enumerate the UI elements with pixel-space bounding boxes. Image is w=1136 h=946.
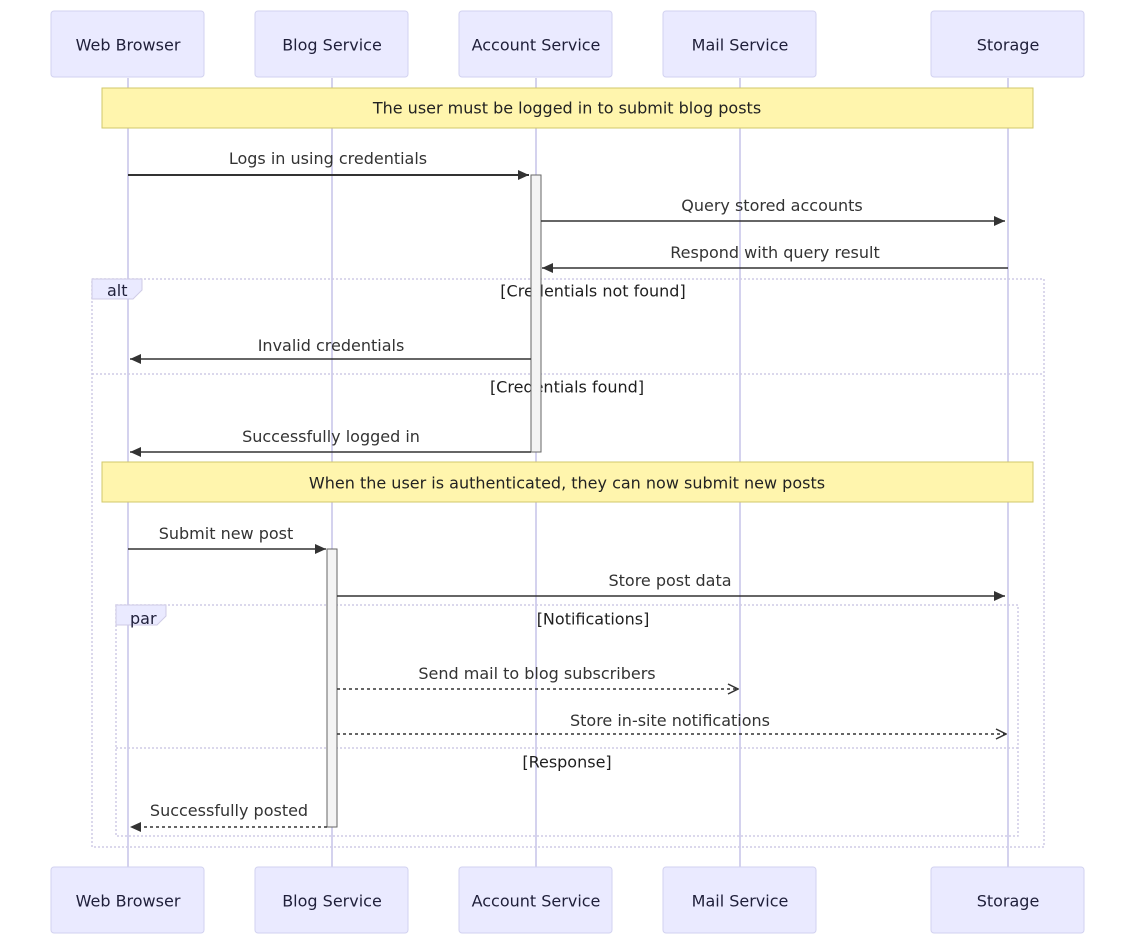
actor-account-service-top[interactable]: Account Service — [458, 10, 613, 78]
par-label: par — [130, 609, 157, 628]
note-authenticated: When the user is authenticated, they can… — [101, 461, 1034, 503]
actor-blog-service-bottom[interactable]: Blog Service — [254, 866, 409, 934]
message-logs-in-label: Logs in using credentials — [229, 149, 427, 168]
par-condition-notifications: [Notifications] — [537, 610, 650, 629]
alt-fragment: alt [Credentials not found] [Credentials… — [91, 278, 1045, 848]
message-store-notifications: Store in-site notifications — [337, 711, 1006, 734]
note-login-required-text: The user must be logged in to submit blo… — [372, 99, 761, 118]
activation-account-service — [530, 174, 542, 453]
message-store-post-label: Store post data — [608, 571, 731, 590]
actor-storage-top-label: Storage — [977, 36, 1040, 55]
actor-web-browser-top-label: Web Browser — [76, 36, 181, 55]
message-successfully-posted-label: Successfully posted — [150, 801, 308, 820]
message-successfully-posted: Successfully posted — [130, 801, 327, 832]
message-logged-in-label: Successfully logged in — [242, 427, 420, 446]
actor-web-browser-top[interactable]: Web Browser — [50, 10, 205, 78]
message-send-mail: Send mail to blog subscribers — [337, 664, 738, 689]
note-login-required: The user must be logged in to submit blo… — [101, 87, 1034, 129]
message-query-accounts-label: Query stored accounts — [681, 196, 863, 215]
message-logged-in: Successfully logged in — [130, 427, 531, 457]
message-invalid-credentials-label: Invalid credentials — [258, 336, 405, 355]
alt-condition-found: [Credentials found] — [490, 378, 644, 397]
actor-mail-service-bottom-label: Mail Service — [692, 892, 789, 911]
actor-web-browser-bottom[interactable]: Web Browser — [50, 866, 205, 934]
actor-account-service-top-label: Account Service — [472, 36, 601, 55]
message-store-notifications-label: Store in-site notifications — [570, 711, 770, 730]
activation-blog-service — [326, 548, 338, 828]
note-authenticated-text: When the user is authenticated, they can… — [309, 474, 825, 493]
actor-account-service-bottom-label: Account Service — [472, 892, 601, 911]
par-condition-response: [Response] — [522, 753, 611, 772]
message-logs-in: Logs in using credentials — [128, 149, 529, 180]
actor-mail-service-bottom[interactable]: Mail Service — [662, 866, 817, 934]
actor-account-service-bottom[interactable]: Account Service — [458, 866, 613, 934]
actor-mail-service-top[interactable]: Mail Service — [662, 10, 817, 78]
message-query-result: Respond with query result — [542, 243, 1008, 273]
actor-blog-service-bottom-label: Blog Service — [282, 892, 382, 911]
message-submit-post-label: Submit new post — [159, 524, 294, 543]
message-store-post: Store post data — [337, 571, 1005, 601]
alt-condition-not-found: [Credentials not found] — [500, 282, 685, 301]
message-submit-post: Submit new post — [128, 524, 326, 554]
actor-storage-bottom-label: Storage — [977, 892, 1040, 911]
actor-web-browser-bottom-label: Web Browser — [76, 892, 181, 911]
actor-blog-service-top[interactable]: Blog Service — [254, 10, 409, 78]
actor-blog-service-top-label: Blog Service — [282, 36, 382, 55]
alt-label: alt — [107, 281, 128, 300]
actor-storage-top[interactable]: Storage — [930, 10, 1085, 78]
message-invalid-credentials: Invalid credentials — [130, 336, 531, 364]
message-send-mail-label: Send mail to blog subscribers — [418, 664, 655, 683]
actor-storage-bottom[interactable]: Storage — [930, 866, 1085, 934]
actor-mail-service-top-label: Mail Service — [692, 36, 789, 55]
message-query-accounts: Query stored accounts — [541, 196, 1005, 226]
par-fragment: par [Notifications] [Response] — [115, 604, 1019, 837]
message-query-result-label: Respond with query result — [670, 243, 879, 262]
